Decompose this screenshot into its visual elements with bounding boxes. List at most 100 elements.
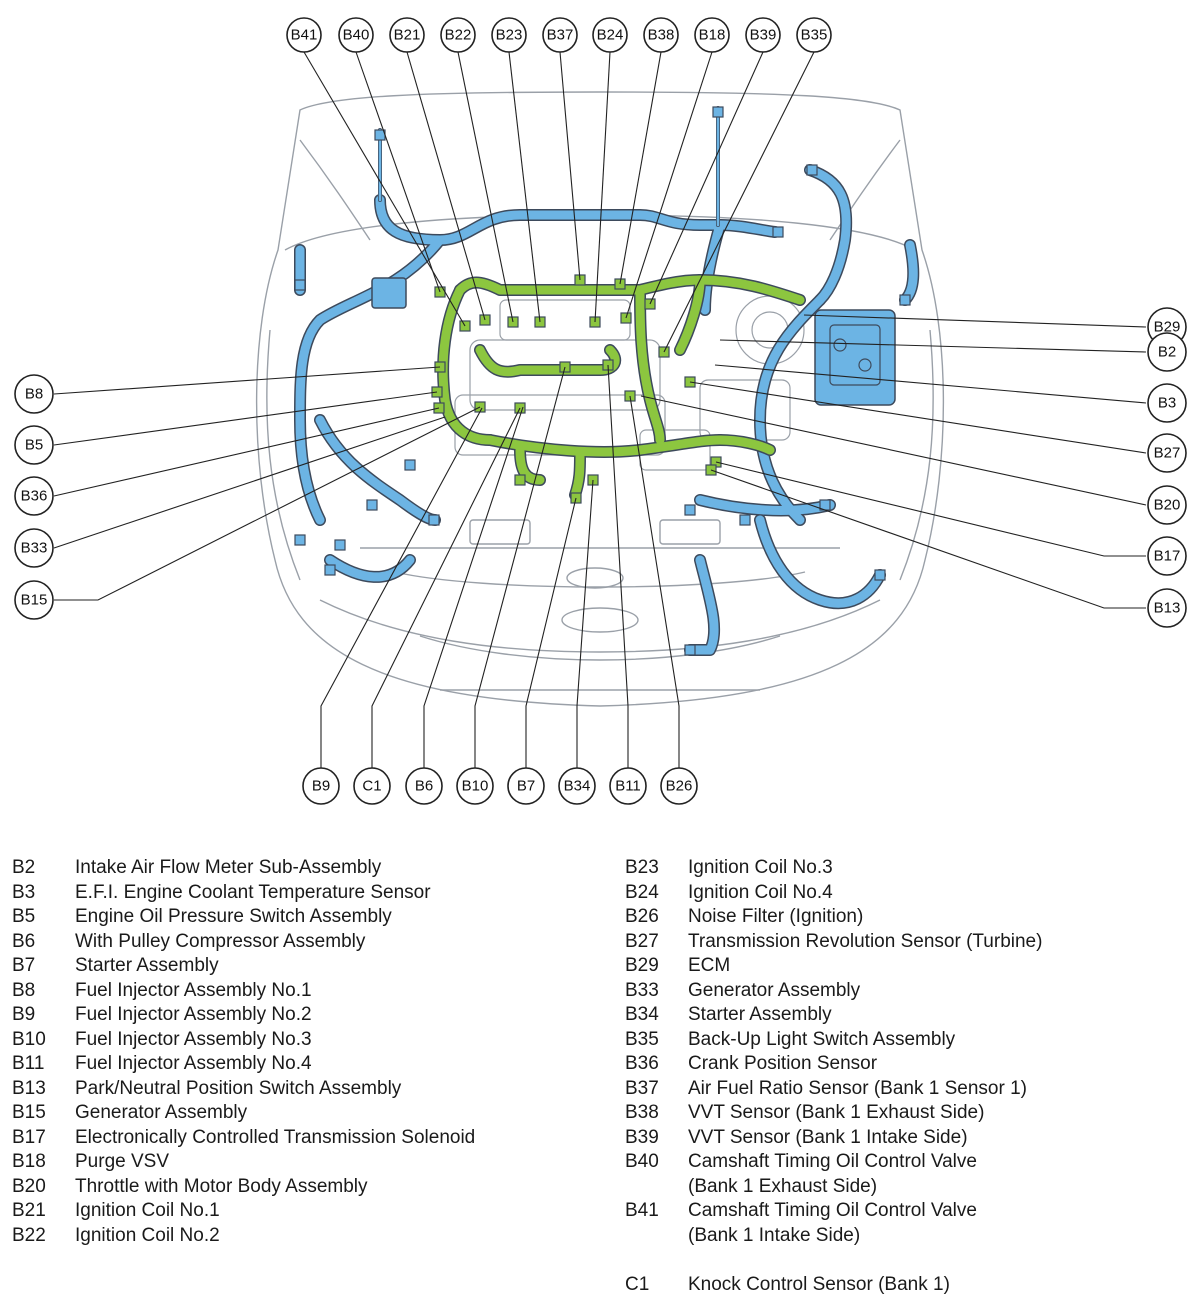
- legend-code: B11: [12, 1053, 45, 1074]
- svg-text:B35: B35: [801, 27, 828, 44]
- legend-row: B20 Throttle with Motor Body Assembly: [12, 1175, 475, 1200]
- legend-desc: Back-Up Light Switch Assembly: [688, 1028, 956, 1050]
- ecm-box: [814, 309, 896, 406]
- legend-desc: Park/Neutral Position Switch Assembly: [75, 1077, 402, 1099]
- callout-leader-lines: [53, 51, 1147, 768]
- legend-desc: Starter Assembly: [75, 955, 219, 976]
- legend-desc: Knock Control Sensor (Bank 1): [688, 1273, 950, 1295]
- legend-code: B27: [625, 930, 659, 952]
- legend-desc: Ignition Coil No.3: [688, 857, 833, 878]
- callout-b5: B5: [14, 425, 54, 465]
- engine-room-harness-connector: [806, 164, 818, 176]
- vehicle-body-outline: [255, 91, 945, 707]
- legend-desc: Engine Oil Pressure Switch Assembly: [75, 906, 392, 927]
- legend-row: B26 Noise Filter (Ignition): [625, 905, 1042, 930]
- legend-code: B6: [12, 930, 36, 952]
- legend-code: B29: [625, 955, 659, 976]
- legend-row: B5 Engine Oil Pressure Switch Assembly: [12, 905, 475, 930]
- svg-text:B13: B13: [1154, 600, 1181, 617]
- legend-row: (Bank 1 Intake Side): [625, 1224, 1042, 1249]
- legend-row-spacer: [625, 1248, 1042, 1273]
- callout-b13: B13: [1147, 588, 1187, 628]
- legend-code: B21: [12, 1200, 46, 1221]
- callout-b26: B26: [660, 767, 698, 805]
- callout-b37: B37: [542, 17, 578, 53]
- callout-b36: B36: [14, 476, 54, 516]
- legend-code: B22: [12, 1224, 46, 1246]
- svg-text:B18: B18: [699, 27, 726, 44]
- relay-block: [371, 277, 407, 309]
- legend-code: B26: [625, 906, 659, 927]
- callout-b38: B38: [643, 17, 679, 53]
- legend-code: B34: [625, 1004, 659, 1025]
- legend-desc: Generator Assembly: [688, 979, 861, 1001]
- engine-room-harness-connector: [739, 514, 751, 526]
- legend-code: B33: [625, 979, 659, 1001]
- callout-b33: B33: [14, 528, 54, 568]
- svg-text:B34: B34: [564, 778, 591, 795]
- callouts-left: B8 B5 B36 B33 B15: [14, 374, 54, 620]
- callouts-top: B41 B40 B21 B22 B23 B37 B24 B38 B18 B39 …: [286, 17, 832, 53]
- callouts-bottom: B9 C1 B6 B10 B7 B34 B11 B26: [302, 767, 698, 805]
- legend-desc: Air Fuel Ratio Sensor (Bank 1 Sensor 1): [688, 1077, 1027, 1099]
- legend-desc: Purge VSV: [75, 1151, 169, 1172]
- engine-room-harness-connector: [366, 499, 378, 511]
- svg-text:B36: B36: [21, 488, 48, 505]
- legend-code: B13: [12, 1077, 46, 1099]
- legend-desc: Camshaft Timing Oil Control Valve: [688, 1151, 977, 1172]
- engine-room-harness-connector: [294, 279, 306, 291]
- callout-b41: B41: [286, 17, 322, 53]
- legend-desc: Fuel Injector Assembly No.3: [75, 1028, 312, 1050]
- legend-row: B27 Transmission Revolution Sensor (Turbi…: [625, 930, 1042, 955]
- legend-code: B5: [12, 906, 36, 927]
- callout-b17: B17: [1147, 536, 1187, 576]
- svg-text:B11: B11: [615, 778, 641, 795]
- legend-row: B22 Ignition Coil No.2: [12, 1224, 475, 1249]
- svg-text:C1: C1: [362, 778, 381, 795]
- svg-text:B8: B8: [25, 386, 43, 403]
- legend-row: B9 Fuel Injector Assembly No.2: [12, 1003, 475, 1028]
- legend-code: B9: [12, 1004, 36, 1025]
- svg-text:B38: B38: [648, 27, 675, 44]
- legend-desc: Throttle with Motor Body Assembly: [75, 1175, 368, 1197]
- legend-code: B2: [12, 857, 36, 878]
- engine-room-harness-connector: [404, 459, 416, 471]
- svg-text:B26: B26: [666, 778, 693, 795]
- svg-text:B40: B40: [343, 27, 370, 44]
- legend-code: B20: [12, 1175, 46, 1197]
- svg-text:B6: B6: [415, 778, 433, 795]
- callout-b27: B27: [1147, 433, 1187, 473]
- legend-code: [625, 1248, 688, 1273]
- engine-harness-connector: [514, 474, 526, 486]
- svg-text:B29: B29: [1154, 319, 1181, 336]
- legend-code: B41: [625, 1200, 659, 1221]
- svg-text:B39: B39: [750, 27, 777, 44]
- legend-row: B34 Starter Assembly: [625, 1003, 1042, 1028]
- legend-desc: Fuel Injector Assembly No.2: [75, 1004, 312, 1025]
- svg-text:B24: B24: [597, 27, 624, 44]
- legend-desc: Fuel Injector Assembly No.4: [75, 1053, 312, 1074]
- legend-desc: VVT Sensor (Bank 1 Exhaust Side): [688, 1102, 985, 1123]
- legend-desc: Fuel Injector Assembly No.1: [75, 979, 312, 1001]
- engine-room-wire-harness: [294, 106, 920, 656]
- legend-code: B15: [12, 1102, 46, 1123]
- callout-b34: B34: [558, 767, 596, 805]
- svg-text:B2: B2: [1158, 344, 1176, 361]
- legend-code: B3: [12, 881, 36, 903]
- legend-desc: Transmission Revolution Sensor (Turbine): [688, 930, 1043, 952]
- legend-desc: Ignition Coil No.2: [75, 1224, 220, 1246]
- legend-desc: (Bank 1 Exhaust Side): [688, 1175, 878, 1197]
- svg-text:B37: B37: [547, 27, 574, 44]
- legend-desc: Noise Filter (Ignition): [688, 906, 864, 927]
- legend-desc: Starter Assembly: [688, 1004, 832, 1025]
